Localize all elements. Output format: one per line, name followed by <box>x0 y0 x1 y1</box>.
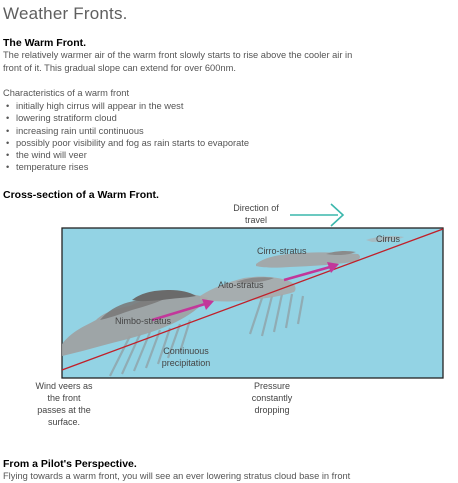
nimbostratus-label: Nimbo-stratus <box>115 316 172 326</box>
direction-label-line1: Direction of <box>233 203 279 213</box>
characteristics-intro: Characteristics of a warm front <box>3 88 130 98</box>
direction-arrow-icon <box>290 203 345 227</box>
wind-label-line4: surface. <box>48 417 80 427</box>
wind-label-line3: passes at the <box>37 405 91 415</box>
pressure-label-line1: Pressure <box>254 381 290 391</box>
altostratus-label: Alto-stratus <box>218 280 264 290</box>
pressure-label-line2: constantly <box>252 393 293 403</box>
cirrus-cloud <box>366 236 404 242</box>
uplift-arrow-lower <box>151 299 214 322</box>
list-item: possibly poor visibility and fog as rain… <box>3 137 249 150</box>
nimbostratus-cloud <box>62 290 208 356</box>
warm-front-paragraph-line: The relatively warmer air of the warm fr… <box>3 50 353 60</box>
pilot-paragraph: Flying towards a warm front, you will se… <box>3 471 351 481</box>
frontal-surface-line <box>62 228 443 371</box>
precipitation-label-line1: Continuous <box>163 346 209 356</box>
pilot-heading: From a Pilot's Perspective. <box>3 458 137 470</box>
warm-front-paragraph-line: front of it. This gradual slope can exte… <box>3 62 236 73</box>
precipitation-label-line2: precipitation <box>162 358 211 368</box>
list-item: the wind will veer <box>3 149 249 162</box>
wind-label-line1: Wind veers as <box>35 381 93 391</box>
warm-front-diagram: Direction of travel <box>35 203 444 427</box>
warm-front-heading: The Warm Front. <box>3 37 87 49</box>
cirrostratus-label: Cirro-stratus <box>257 246 307 256</box>
page-title: Weather Fronts. <box>3 4 128 23</box>
warm-front-paragraph: The relatively warmer air of the warm fr… <box>3 49 443 74</box>
list-item: temperature rises <box>3 161 249 174</box>
pressure-label-line3: dropping <box>254 405 289 415</box>
direction-label-line2: travel <box>245 215 267 225</box>
cirrus-label: Cirrus <box>376 234 400 244</box>
altostratus-cloud <box>200 276 296 302</box>
list-item: increasing rain until continuous <box>3 125 249 138</box>
wind-label-line2: the front <box>47 393 81 403</box>
list-item: initially high cirrus will appear in the… <box>3 100 249 113</box>
uplift-arrow-upper <box>283 262 339 282</box>
list-item: lowering stratiform cloud <box>3 112 249 125</box>
precipitation-streaks <box>109 293 305 377</box>
characteristics-list: initially high cirrus will appear in the… <box>3 100 249 174</box>
cross-section-heading: Cross-section of a Warm Front. <box>3 189 159 201</box>
